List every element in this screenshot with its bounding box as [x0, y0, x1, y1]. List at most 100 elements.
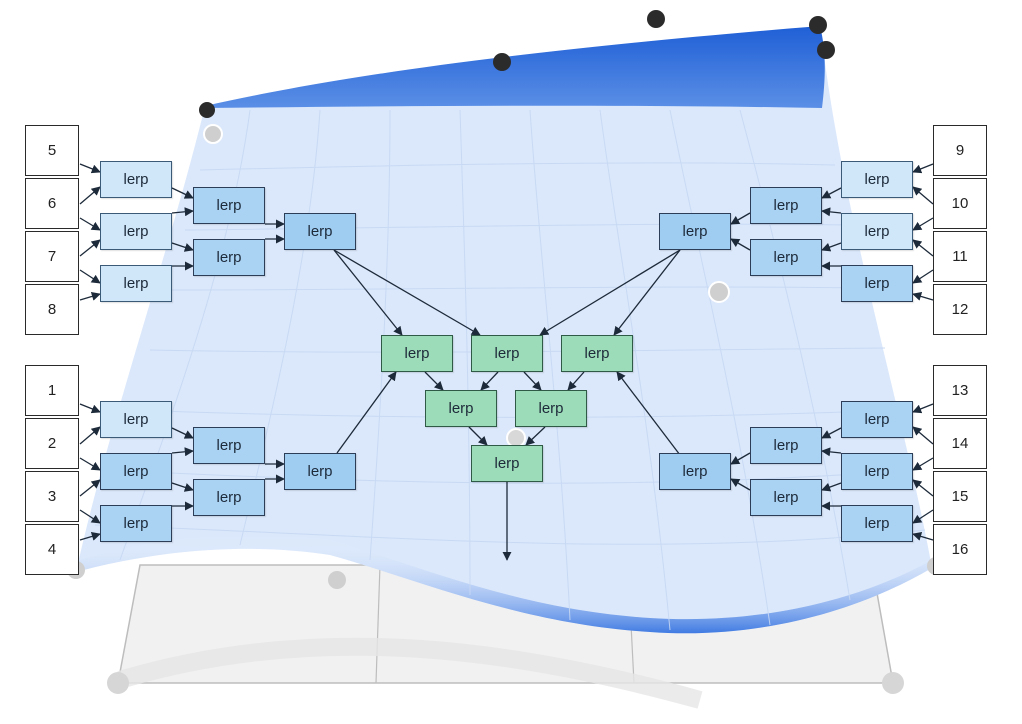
lerp-node: lerp	[193, 479, 265, 516]
connector-arrow	[79, 186, 101, 205]
connector-arrow	[616, 371, 681, 456]
connector-arrow	[912, 163, 934, 174]
connector-arrow	[567, 371, 585, 391]
connector-arrow	[480, 371, 499, 391]
connector-arrow	[912, 403, 934, 414]
lerp-node: lerp	[193, 239, 265, 276]
lerp-node: lerp	[841, 453, 913, 490]
connector-arrow	[912, 186, 934, 205]
input-6: 6	[25, 178, 79, 229]
connector-arrow	[912, 269, 934, 284]
connector-arrow	[821, 187, 842, 199]
lerp-node-center: lerp	[471, 445, 543, 482]
connector-arrow	[171, 242, 194, 252]
surface-top-fold	[205, 26, 825, 108]
connector-arrow	[79, 217, 101, 231]
lerp-node: lerp	[750, 239, 822, 276]
lerp-node-center: lerp	[561, 335, 633, 372]
connector-arrow	[821, 207, 842, 217]
lerp-node-center: lerp	[515, 390, 587, 427]
input-2: 2	[25, 418, 79, 469]
connector-arrow	[912, 217, 934, 231]
lerp-node: lerp	[193, 187, 265, 224]
connector-arrow	[171, 482, 194, 492]
connector-arrow	[539, 249, 681, 336]
connector-arrow	[912, 291, 934, 301]
lerp-node-center: lerp	[425, 390, 497, 427]
input-7: 7	[25, 231, 79, 282]
lerp-node: lerp	[100, 161, 172, 198]
connector-arrow	[912, 479, 934, 497]
lerp-node: lerp	[750, 187, 822, 224]
input-12: 12	[933, 284, 987, 335]
connector-arrow	[171, 447, 194, 457]
lerp-node: lerp	[841, 401, 913, 438]
lerp-node: lerp	[100, 213, 172, 250]
connector-arrow	[79, 269, 101, 284]
lerp-node: lerp	[284, 213, 356, 250]
input-13: 13	[933, 365, 987, 416]
connector-arrow	[79, 239, 101, 257]
input-3: 3	[25, 471, 79, 522]
lerp-node: lerp	[659, 213, 731, 250]
lerp-node: lerp	[841, 505, 913, 542]
connector-arrow	[730, 212, 751, 225]
connector-arrow	[424, 371, 444, 391]
input-4: 4	[25, 524, 79, 575]
connector-arrow	[821, 447, 842, 457]
connector-arrow	[912, 531, 934, 541]
input-11: 11	[933, 231, 987, 282]
lerp-node: lerp	[100, 505, 172, 542]
connector-arrow	[525, 426, 546, 446]
connector-arrow	[79, 163, 101, 174]
lerp-node: lerp	[100, 265, 172, 302]
lerp-node: lerp	[841, 265, 913, 302]
lerp-node: lerp	[841, 161, 913, 198]
connector-arrow	[730, 452, 751, 465]
connector-arrow	[613, 249, 681, 336]
connector-arrow	[79, 403, 101, 414]
surface-grid	[94, 109, 926, 631]
input-1: 1	[25, 365, 79, 416]
connector-arrow	[523, 371, 542, 391]
surface-bottom-band	[76, 535, 932, 634]
input-9: 9	[933, 125, 987, 176]
lerp-node: lerp	[750, 479, 822, 516]
connector-arrow	[336, 371, 397, 454]
connector-arrow	[912, 239, 934, 257]
connector-arrow	[79, 291, 101, 301]
input-8: 8	[25, 284, 79, 335]
connector-arrow	[821, 482, 842, 492]
lerp-node: lerp	[284, 453, 356, 490]
lerp-node-center: lerp	[381, 335, 453, 372]
input-10: 10	[933, 178, 987, 229]
connector-arrow	[79, 531, 101, 541]
lerp-node: lerp	[193, 427, 265, 464]
lerp-node: lerp	[841, 213, 913, 250]
connector-arrow	[730, 238, 751, 251]
lerp-node-center: lerp	[471, 335, 543, 372]
connector-arrow	[79, 457, 101, 471]
lerp-node: lerp	[100, 401, 172, 438]
connector-arrow	[333, 249, 481, 336]
connector-arrow	[79, 509, 101, 524]
input-14: 14	[933, 418, 987, 469]
lerp-node: lerp	[100, 453, 172, 490]
connector-arrow	[912, 426, 934, 445]
connector-arrow	[912, 509, 934, 524]
input-5: 5	[25, 125, 79, 176]
connector-arrow	[912, 457, 934, 471]
connector-arrow	[79, 426, 101, 445]
connector-arrow	[171, 207, 194, 217]
connector-arrow	[333, 249, 403, 336]
connector-arrow	[821, 242, 842, 252]
input-16: 16	[933, 524, 987, 575]
lerp-node: lerp	[750, 427, 822, 464]
connector-arrow	[730, 478, 751, 491]
connector-arrow	[79, 479, 101, 497]
input-15: 15	[933, 471, 987, 522]
lerp-node: lerp	[659, 453, 731, 490]
connector-arrow	[171, 187, 194, 199]
